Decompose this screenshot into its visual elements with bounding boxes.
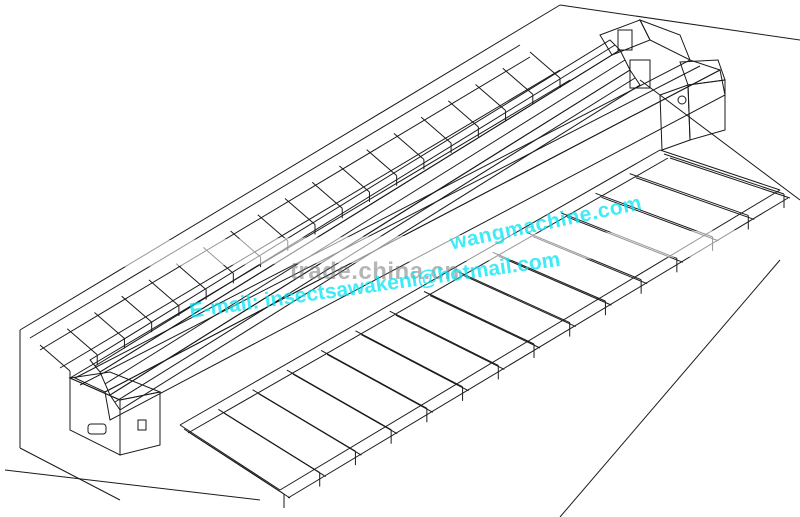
watermark-center-text: trade.china.cn	[290, 258, 460, 285]
front-roller-edge	[395, 314, 505, 370]
rear-roller	[94, 312, 125, 339]
front-roller	[629, 173, 749, 216]
front-roller	[320, 349, 428, 409]
front-roller	[663, 153, 785, 195]
front-roller-edge	[361, 334, 469, 392]
front-roller-edge	[669, 157, 791, 199]
front-roller-edge	[292, 373, 398, 435]
front-roller	[492, 251, 606, 302]
rear-roller	[393, 133, 425, 160]
rear-roller	[39, 344, 71, 372]
rear-roller	[66, 328, 98, 356]
rear-roller	[311, 181, 343, 209]
rear-roller	[339, 165, 370, 193]
rear-roller	[284, 198, 316, 225]
front-roller	[595, 192, 713, 238]
floor-outline	[4, 4, 800, 517]
front-roller	[355, 330, 463, 388]
front-side-rails	[179, 149, 789, 499]
rear-roller	[175, 263, 207, 290]
rear-roller	[148, 279, 180, 307]
front-roller-edge	[635, 177, 755, 220]
left-end-housing	[68, 371, 162, 456]
right-end-housing	[659, 59, 726, 151]
front-roller-edge	[224, 412, 326, 477]
front-roller-edge	[189, 432, 291, 499]
front-outfeed-rollers	[183, 153, 791, 508]
front-roller-edge	[498, 255, 612, 306]
front-roller	[423, 291, 535, 345]
rear-rollers	[39, 51, 561, 381]
front-roller	[389, 310, 499, 366]
rear-roller	[448, 100, 479, 128]
rear-infeed-table	[29, 44, 571, 381]
front-roller-edge	[258, 393, 362, 456]
rear-roller	[420, 116, 452, 144]
front-roller-edge	[429, 295, 541, 349]
rear-roller	[475, 84, 506, 111]
rear-roller	[366, 149, 397, 177]
front-roller-edge	[326, 353, 434, 413]
rear-roller	[257, 214, 289, 242]
rear-roller	[502, 67, 534, 95]
front-roller-edge	[464, 275, 576, 328]
front-roller	[458, 271, 570, 324]
rear-roller	[121, 295, 152, 323]
